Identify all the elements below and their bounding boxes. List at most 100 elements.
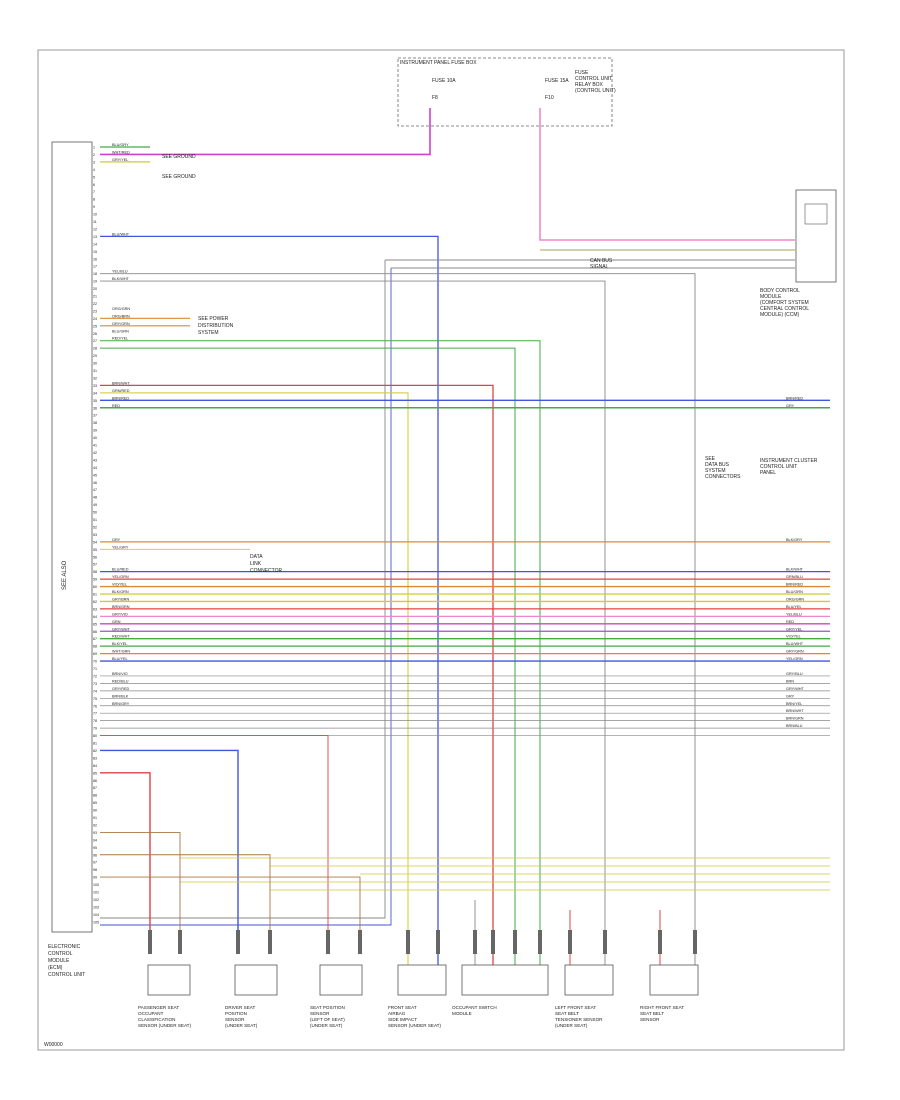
component-title: RIGHT FRONT SEAT: [640, 1005, 684, 1010]
wire: [100, 831, 181, 940]
wire-color-label: GRN/BLU: [786, 575, 803, 579]
note-text: SEE GROUND: [162, 174, 196, 180]
ecm-pin-number: 39: [93, 429, 97, 433]
ecm-pin-number: 12: [93, 227, 97, 231]
bcm-body: [795, 189, 837, 283]
wire-color-label: BRN/RED: [112, 396, 129, 400]
ecm-caption-line: MODULE: [48, 958, 70, 964]
wire: [100, 347, 516, 975]
ecm-pin-number: 42: [93, 451, 97, 455]
ecm-pin-number: 28: [93, 347, 97, 351]
connector-pin: [693, 930, 697, 954]
wire-color-label: ORG/BRN: [112, 314, 130, 318]
ecm-pin-number: 31: [93, 369, 97, 373]
note-text: INSTRUMENT CLUSTER: [760, 458, 818, 464]
note-text: SEE GROUND: [162, 154, 196, 160]
ecm-pin-number: 9: [93, 205, 95, 209]
component-line: SENSOR: [225, 1017, 245, 1022]
wire-color-label: VIO/YEL: [112, 583, 127, 587]
side-notes: SEE GROUND SEE GROUND SEE POWER DISTRIBU…: [162, 154, 818, 574]
ecm-pin-number: 55: [93, 548, 97, 552]
ecm-pin-number: 5: [93, 175, 95, 179]
fuse-box-title: INSTRUMENT PANEL FUSE BOX: [400, 60, 477, 66]
note-text: DATA: [250, 554, 263, 560]
connector-pin: [473, 930, 477, 954]
component-title: DRIVER SEAT: [225, 1005, 255, 1010]
wire-color-label: BRN/RED: [786, 583, 803, 587]
note-text: CONTROL UNIT: [760, 464, 797, 470]
ecm-pin-number: 77: [93, 712, 97, 716]
ecm-pin-number: 13: [93, 235, 97, 239]
ecm-pin-number: 92: [93, 823, 97, 827]
ecm-pin-number: 98: [93, 868, 97, 872]
ecm-pin-number: 90: [93, 809, 97, 813]
ecm-pin-number: 93: [93, 831, 97, 835]
wire-color-label: RED: [112, 404, 120, 408]
connector-pin: [603, 930, 607, 954]
wire-color-label: GRY/VIO: [112, 612, 128, 616]
wire-color-label: GRY/BRN: [112, 597, 129, 601]
component-title: LEFT FRONT SEAT: [555, 1005, 596, 1010]
wire-color-label: BLU/RED: [112, 568, 129, 572]
note-text: DISTRIBUTION: [198, 323, 234, 329]
ecm-pin-number: 97: [93, 861, 97, 865]
component-line: TENSIONER SENSOR: [555, 1017, 603, 1022]
ecm-pin-number: 89: [93, 801, 97, 805]
ecm-pin-number: 3: [93, 160, 95, 164]
component-line: AIRBAG: [388, 1011, 406, 1016]
ecm-pin-number: 63: [93, 607, 97, 611]
ecm-pin-number: 36: [93, 406, 97, 410]
ecm-pin-number: 22: [93, 302, 97, 306]
ecm-pin-number: 41: [93, 444, 97, 448]
wire-color-label: RED: [786, 620, 794, 624]
ecm-pin-number: 37: [93, 414, 97, 418]
ecm-pin-number: 86: [93, 779, 97, 783]
wire-color-label: GRY/YEL: [112, 158, 128, 162]
fuse-box: INSTRUMENT PANEL FUSE BOX FUSE 10A F8 FU…: [397, 57, 616, 127]
fuse-sub: F10: [545, 95, 554, 101]
ecm-pin-number: 2: [93, 153, 95, 157]
fuse-label: FUSE 10A: [432, 78, 456, 84]
component-box: [397, 964, 447, 996]
ecm-pin-number: 53: [93, 533, 97, 537]
ecm-pin-number: 21: [93, 295, 97, 299]
wire-color-label: GRN: [112, 620, 121, 624]
connector-pin: [326, 930, 330, 954]
ecm-pin-number: 45: [93, 473, 97, 477]
ecm-pin-number: 94: [93, 838, 97, 842]
fuse-box-outline: [397, 57, 613, 127]
wire-color-label: GRY: [786, 694, 795, 698]
ecm-pin-number: 30: [93, 362, 97, 366]
ecm-pin-number: 54: [93, 540, 97, 544]
fuse-sub: F8: [432, 95, 438, 101]
ecm-pin-number: 61: [93, 593, 97, 597]
wire-color-label: GRN/RED: [112, 389, 130, 393]
wire: [100, 854, 271, 940]
ecm-pin-number: 58: [93, 570, 97, 574]
component-line: (UNDER SEAT): [225, 1023, 258, 1028]
connector-pin: [358, 930, 362, 954]
ecm-pin-number: 20: [93, 287, 97, 291]
ecm-pin-number: 60: [93, 585, 97, 589]
wire: [100, 876, 361, 940]
ecm-pin-number: 66: [93, 630, 97, 634]
wire-labels: BLU/GRYWHT/REDGRY/YELBLU/WHTYEL/BLUBLK/W…: [112, 143, 805, 728]
component-line: SENSOR: [640, 1017, 660, 1022]
fuse-note: CONTROL UNIT: [575, 76, 612, 82]
ecm-pin-number: 7: [93, 190, 95, 194]
wire-color-label: ORG/GRN: [112, 307, 130, 311]
note-text: SEE: [705, 456, 716, 462]
wire-color-label: BRN/WHT: [112, 381, 130, 385]
component-line: OCCUPANT: [138, 1011, 164, 1016]
component-box: [234, 964, 278, 996]
wire-color-label: RED/BLU: [112, 679, 129, 683]
ecm-pin-number: 99: [93, 876, 97, 880]
ecm-pin-number: 6: [93, 183, 95, 187]
ecm-pin-number: 29: [93, 354, 97, 358]
wire: [100, 235, 439, 975]
ecm-pin-number: 84: [93, 764, 97, 768]
ecm-pin-number: 26: [93, 332, 97, 336]
wire: [100, 280, 606, 980]
wire-color-label: RED/YEL: [112, 337, 128, 341]
